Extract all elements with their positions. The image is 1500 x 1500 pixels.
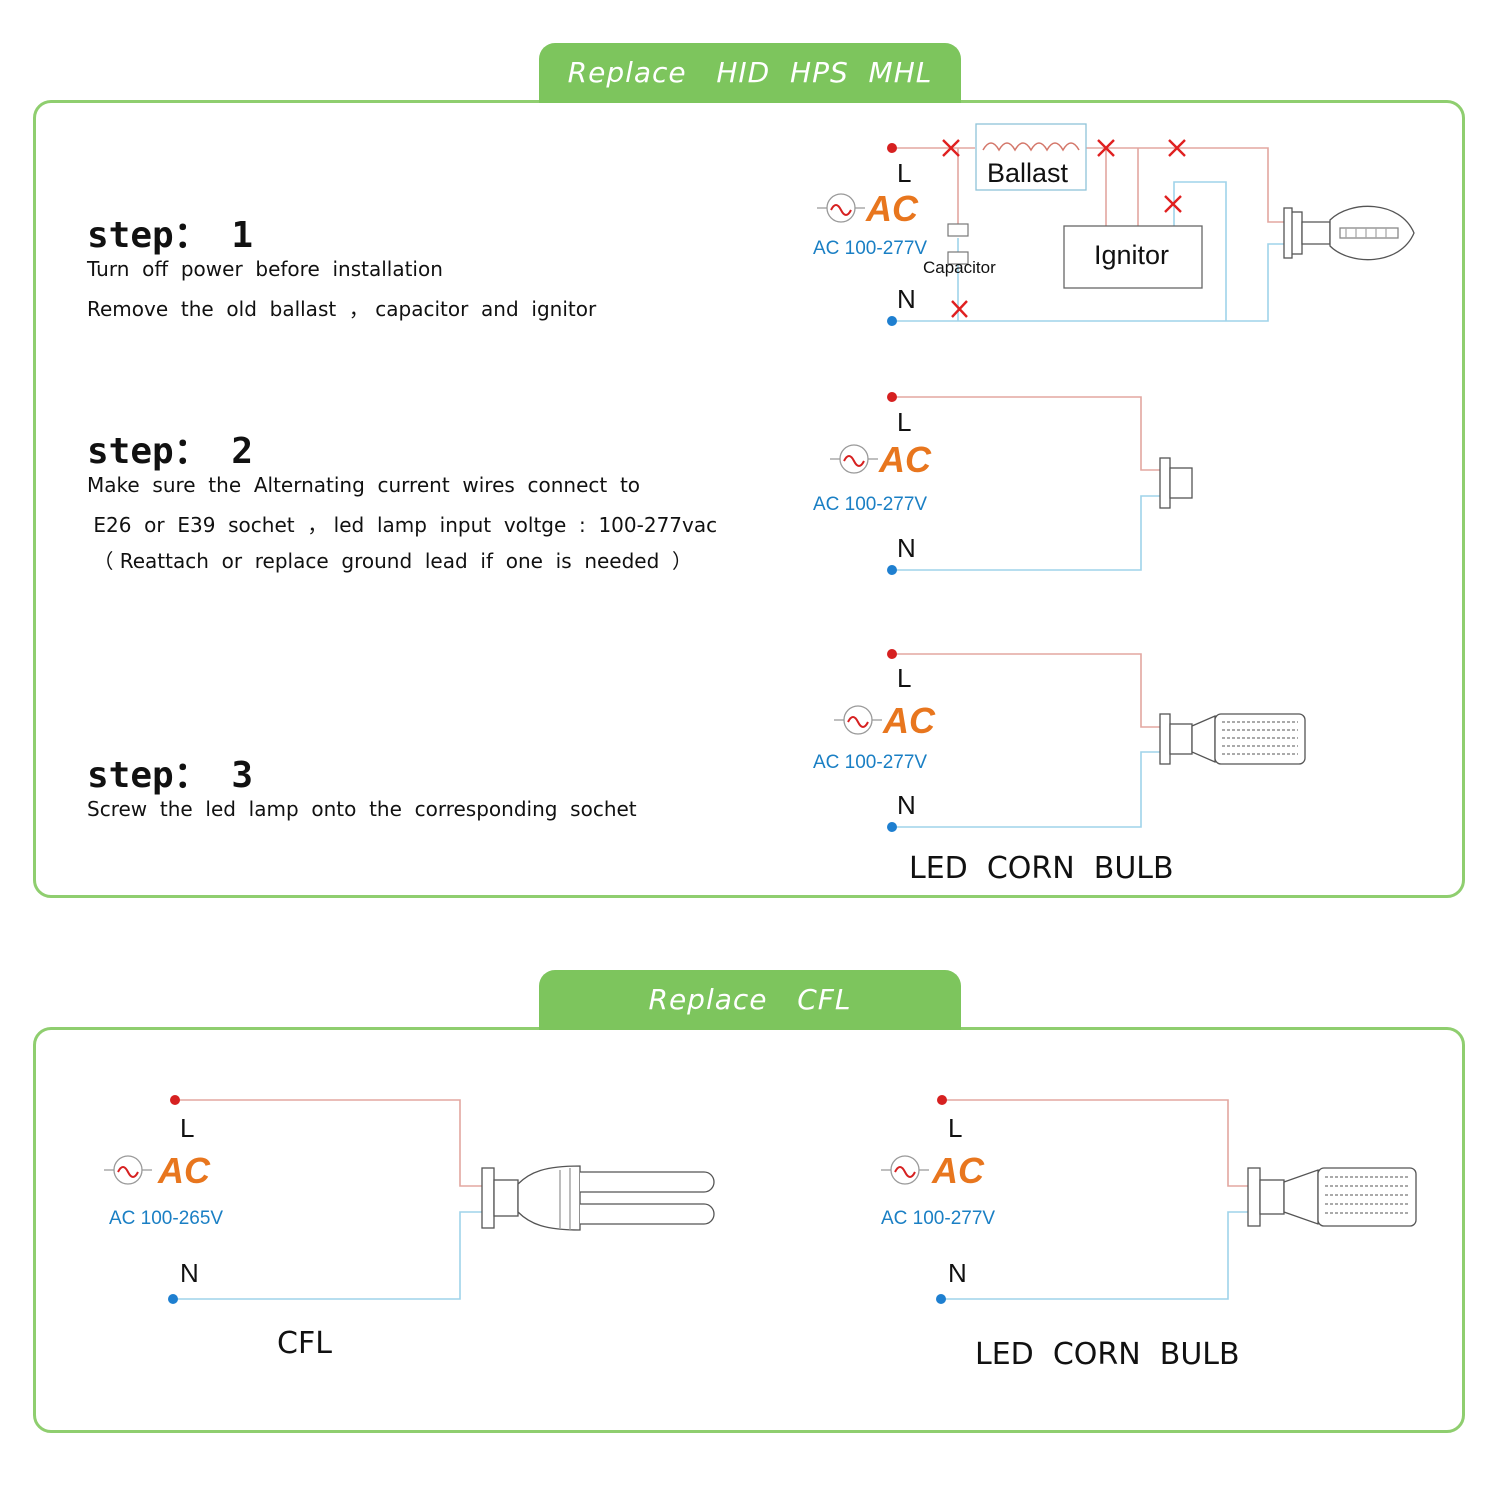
socket-icon [1159,457,1193,509]
ac-source-icon [830,444,878,474]
step-2-line-1: Make sure the Alternating current wires … [87,473,641,497]
voltage-label: AC 100-277V [813,494,928,515]
step-2-title: step： 2 [87,431,254,472]
capacitor-plate [947,251,969,265]
capacitor-plate [947,223,969,237]
ac-label: AC [883,700,935,741]
neutral-terminal-dot [887,822,897,832]
diagram-led-cfl-wiring [941,1099,1248,1300]
live-terminal-dot [170,1095,180,1105]
diagram-socket-wiring [892,396,1160,571]
live-terminal-dot [887,649,897,659]
neutral-label: N [897,284,916,314]
live-label: L [180,1113,195,1143]
diagram-cfl-wiring [175,1099,482,1300]
live-label: L [897,663,912,693]
led-corn-bulb-icon [1159,713,1306,765]
ignitor-label: Ignitor [1094,240,1170,270]
ballast-box [975,123,1087,191]
ac-source-icon [881,1155,929,1185]
neutral-terminal-dot [168,1294,178,1304]
ac-label: AC [879,439,931,480]
ballast-coil-icon [982,142,1080,152]
live-terminal-dot [887,143,897,153]
step-1-title: step： 1 [87,215,254,256]
led-corn-bulb-caption: LED CORN BULB [909,851,1174,886]
live-label: L [948,1113,963,1143]
ac-label: AC [932,1150,984,1191]
ballast-label: Ballast [987,158,1069,188]
cfl-replacement-panel [33,1027,1465,1433]
step-3-title: step： 3 [87,755,254,796]
step-2-line-2: E26 or E39 sochet ， led lamp input voltg… [87,513,718,537]
diagram-hid-wiring [892,147,1290,322]
neutral-label: N [180,1258,199,1288]
ac-label: AC [866,188,918,229]
ignitor-box [1063,225,1203,289]
cfl-caption: CFL [277,1326,332,1361]
step-1-line-1: Turn off power before installation [87,257,443,281]
step-2-line-3: （ Reattach or replace ground lead if one… [87,549,693,573]
cfl-bulb-icon [481,1165,715,1231]
neutral-label: N [897,533,916,563]
neutral-terminal-dot [887,565,897,575]
led-corn-bulb-icon [1247,1167,1417,1227]
section-tab-cfl: Replace CFL [539,970,961,1030]
neutral-terminal-dot [936,1294,946,1304]
ac-label: AC [158,1150,210,1191]
led-corn-bulb-caption: LED CORN BULB [975,1337,1240,1372]
live-terminal-dot [937,1095,947,1105]
diagram-led-wiring [892,653,1160,828]
capacitor-label: Capacitor [923,258,996,277]
live-label: L [897,407,912,437]
ac-source-icon [817,193,865,223]
hid-bulb-icon [1283,205,1415,261]
section-tab-hid: Replace HID HPS MHL [539,43,961,103]
voltage-label: AC 100-277V [881,1208,996,1229]
live-terminal-dot [887,392,897,402]
step-1-line-2: Remove the old ballast ， capacitor and i… [87,297,597,321]
neutral-terminal-dot [887,316,897,326]
live-label: L [897,158,912,188]
step-3-line-1: Screw the led lamp onto the correspondin… [87,797,637,821]
ac-source-icon [104,1155,152,1185]
ac-source-icon [834,705,882,735]
voltage-label: AC 100-265V [109,1208,224,1229]
neutral-label: N [948,1258,967,1288]
cut-x-icon [942,139,1186,318]
neutral-label: N [897,790,916,820]
voltage-label: AC 100-277V [813,752,928,773]
voltage-label: AC 100-277V [813,238,928,259]
